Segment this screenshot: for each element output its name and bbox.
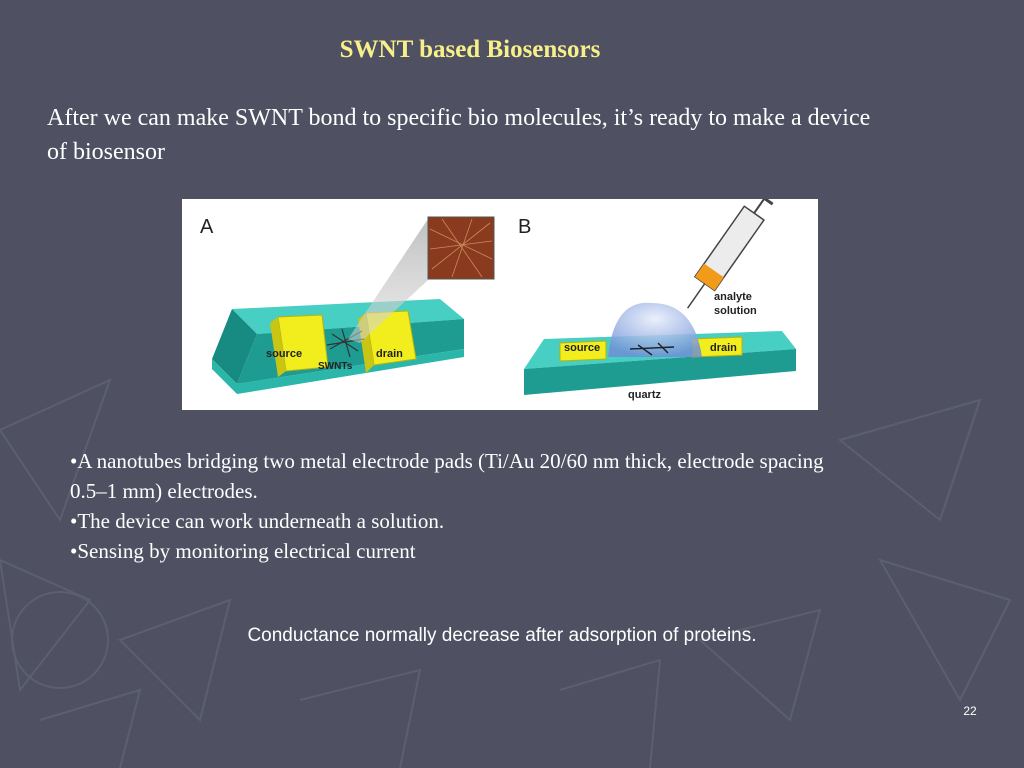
analyte-label-line1: analyte <box>714 291 752 303</box>
quartz-label: quartz <box>628 389 662 401</box>
bullet-item: •A nanotubes bridging two metal electrod… <box>70 449 824 503</box>
source-electrode-b <box>559 340 607 362</box>
swnts-in-solution <box>629 342 675 356</box>
page-number: 22 <box>963 704 977 718</box>
drain-label-a: drain <box>376 348 403 360</box>
drain-label-b: drain <box>710 342 737 354</box>
bullet-item: •The device can work underneath a soluti… <box>70 509 445 533</box>
source-label-a: source <box>266 348 302 360</box>
syringe-icon <box>686 199 774 309</box>
panel-a-label: A <box>200 216 214 238</box>
substrate-a-side <box>212 309 257 384</box>
swnt-micrograph <box>427 216 495 280</box>
substrate-b-front <box>524 349 796 395</box>
conductance-note: Conductance normally decrease after adso… <box>247 625 757 646</box>
analyte-label-line2: solution <box>714 305 757 317</box>
source-label-b: source <box>564 342 600 354</box>
biosensor-figure: A source drain SWNTs B <box>182 199 818 410</box>
swnts-label: SWNTs <box>318 361 353 372</box>
analyte-droplet <box>608 302 702 357</box>
panel-b-label: B <box>518 216 531 238</box>
bullet-item: •Sensing by monitoring electrical curren… <box>70 539 416 563</box>
biosensor-diagram: A source drain SWNTs B <box>200 199 796 401</box>
source-electrode-a <box>277 314 329 372</box>
slide-title: SWNT based Biosensors <box>339 36 601 63</box>
bullet-list: •A nanotubes bridging two metal electrod… <box>70 446 850 566</box>
intro-text: After we can make SWNT bond to specific … <box>47 105 871 165</box>
